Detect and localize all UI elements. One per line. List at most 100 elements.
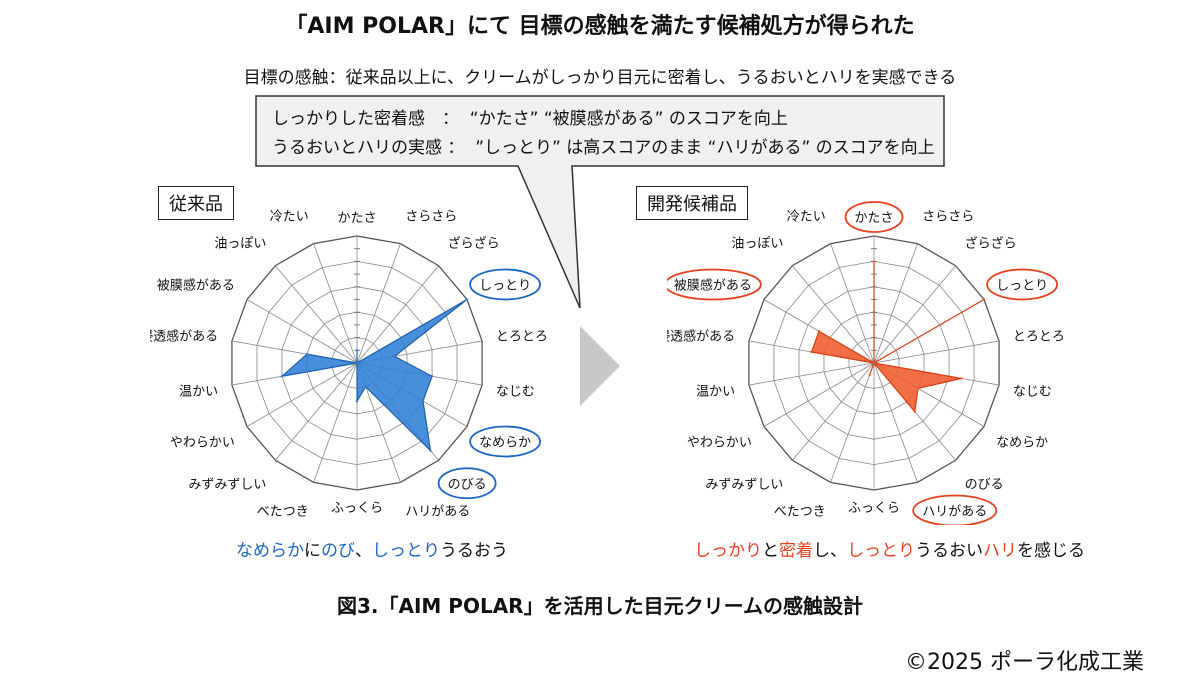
chart-label-candidate: 開発候補品 <box>636 186 748 220</box>
series-area <box>279 298 468 453</box>
axis-label: べたつき <box>774 505 826 520</box>
axis-spoke <box>830 362 875 483</box>
data-point <box>280 375 284 378</box>
arrow-right-icon <box>580 326 620 406</box>
axis-label: とろとろ <box>496 330 548 345</box>
caption-segment: し、 <box>813 541 847 561</box>
axis-spoke <box>356 265 439 364</box>
highlight-ring <box>912 494 998 525</box>
axis-label: ハリがある <box>922 505 987 520</box>
highlight-ring <box>667 268 762 301</box>
axis-spoke <box>313 243 358 364</box>
axis-label: 油っぽい <box>731 237 783 252</box>
axis-spoke <box>873 340 1000 364</box>
axis-label: ざらざら <box>448 236 500 252</box>
axis-spoke <box>830 243 875 364</box>
axis-label: 温かい <box>696 384 735 399</box>
axis-label: ふっくら <box>848 501 900 516</box>
axis-label: なじむ <box>1013 384 1052 399</box>
highlight-ring <box>469 425 542 458</box>
axis-label: やわらかい <box>687 436 752 451</box>
data-point <box>355 349 359 352</box>
axis-spoke <box>275 265 358 364</box>
axis-label: 被膜感がある <box>157 278 235 294</box>
axis-spoke <box>873 243 918 364</box>
series-area <box>810 261 985 414</box>
caption-segment: しっとり <box>847 541 915 561</box>
data-point <box>465 298 469 301</box>
axis-spoke <box>792 362 875 461</box>
axis-label: さらさら <box>922 209 974 224</box>
caption-segment: しっとり <box>372 541 440 561</box>
axis-label: かたさ <box>337 211 376 226</box>
page-title: 「AIM POLAR」にて 目標の感触を満たす候補処方が得られた <box>285 14 915 39</box>
axis-label: 冷たい <box>787 209 826 224</box>
axis-label: しっとり <box>479 279 531 294</box>
highlight-ring <box>437 467 497 500</box>
caption-segment: と <box>762 541 779 561</box>
data-point <box>429 449 432 452</box>
axis-label: のびる <box>448 477 487 492</box>
figure-caption: 図3.「AIM POLAR」を活用した目元クリームの感触設計 <box>337 594 863 618</box>
data-point <box>810 350 813 354</box>
data-point <box>916 387 920 390</box>
axis-label: しっとり <box>996 279 1048 294</box>
axis-label: のびる <box>965 477 1004 492</box>
caption-segment: 密着 <box>779 541 813 561</box>
data-point <box>430 375 434 378</box>
axis-label: 温かい <box>179 384 218 399</box>
data-point <box>872 260 876 263</box>
copyright-notice: ©2025 ポーラ化成工業 <box>905 650 1144 675</box>
axis-spoke <box>275 362 358 461</box>
axis-label: 被膜感がある <box>674 278 752 294</box>
data-point <box>868 373 871 377</box>
data-point <box>355 361 359 365</box>
caption-segment: を感じる <box>1017 541 1085 561</box>
axis-label: べたつき <box>257 505 309 520</box>
axis-spoke <box>313 362 358 483</box>
radar-chart-conventional: かたささらさらざらざらしっとりとろとろなじむなめらかのびるハリがあるふっくらべた… <box>150 209 548 520</box>
caption-segment: のび <box>321 541 355 561</box>
target-description: 目標の感触：従来品以上に、クリームがしっかり目元に密着し、うるおいとハリを実感で… <box>243 68 957 88</box>
axis-spoke <box>763 362 875 427</box>
data-point <box>355 399 359 403</box>
axis-label: 冷たい <box>270 209 309 224</box>
callout-line-2: うるおいとハリの実感 ： ”しっとり” は高スコアのまま “ハリがある” のスコ… <box>272 138 935 158</box>
data-point <box>364 385 367 389</box>
highlight-ring <box>844 201 904 233</box>
axis-label: 浸透感がある <box>667 329 735 345</box>
axis-spoke <box>873 265 956 364</box>
caption-segment: うるおい <box>915 541 983 561</box>
caption-segment: 、 <box>355 541 372 561</box>
axis-label: とろとろ <box>1013 330 1065 345</box>
axis-label: なめらか <box>996 436 1048 451</box>
chart-label-conventional: 従来品 <box>158 186 234 220</box>
axis-spoke <box>246 362 358 427</box>
caption-segment: なめらか <box>236 541 304 561</box>
data-point <box>305 352 309 356</box>
caption-candidate: しっかりと密着し、しっとりうるおいハリを感じる <box>694 536 1085 561</box>
axis-label: ざらざら <box>965 236 1017 252</box>
axis-spoke <box>873 362 918 483</box>
caption-segment: うるおう <box>440 541 508 561</box>
data-point <box>960 377 963 380</box>
axis-spoke <box>792 265 875 364</box>
axis-spoke <box>748 362 875 386</box>
axis-label: ハリがある <box>405 505 470 520</box>
data-point <box>421 399 425 403</box>
data-point <box>913 410 917 413</box>
axis-label: 浸透感がある <box>150 329 218 345</box>
data-point <box>817 330 821 333</box>
axis-label: なじむ <box>496 384 535 399</box>
data-point <box>393 355 396 358</box>
radar-chart-candidate: かたささらさらざらざらしっとりとろとろなじむなめらかのびるハリがあるふっくらべた… <box>667 201 1065 525</box>
data-point <box>872 361 876 365</box>
callout-line-1: しっかりした密着感 ： “かたさ” “被膜感がある” のスコアを向上 <box>272 109 788 129</box>
axis-label: やわらかい <box>170 436 235 451</box>
axis-label: みずみずしい <box>705 477 783 492</box>
axis-label: さらさら <box>405 209 457 224</box>
axis-label: 油っぽい <box>214 237 266 252</box>
highlight-ring <box>986 268 1059 301</box>
axis-label: ふっくら <box>331 501 383 516</box>
